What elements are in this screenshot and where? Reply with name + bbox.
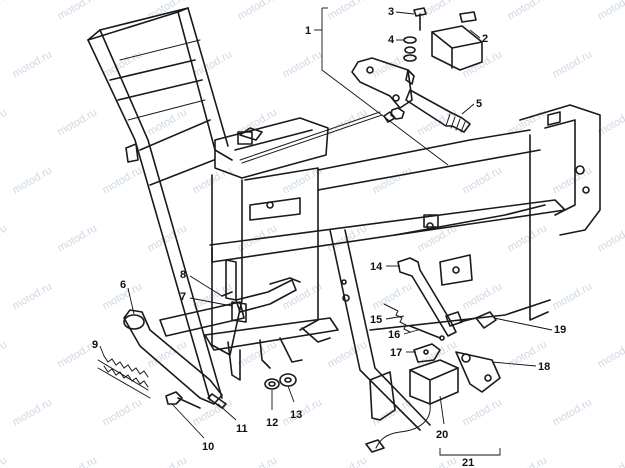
callout-20: 20 — [436, 429, 448, 441]
callout-6: 6 — [120, 279, 126, 291]
watermark-text: motod.ru — [11, 48, 55, 80]
callout-13: 13 — [290, 409, 302, 421]
callout-18: 18 — [538, 361, 550, 373]
watermark-text: motod.ru — [146, 0, 190, 23]
watermark-text: motod.ru — [236, 454, 280, 468]
watermark-text: motod.ru — [326, 106, 370, 138]
callout-11: 11 — [236, 423, 248, 435]
watermark-text: motod.ru — [56, 106, 100, 138]
watermark-text: motod.ru — [461, 396, 505, 428]
side-stand-assembly — [97, 277, 301, 409]
watermark-text: motod.ru — [101, 164, 145, 196]
watermark-text: motod.ru — [281, 396, 325, 428]
callout-7: 7 — [180, 291, 186, 303]
callout-4: 4 — [388, 34, 395, 46]
callout-10: 10 — [202, 441, 214, 453]
watermark-text: motod.ru — [236, 0, 280, 23]
watermark-text: motod.ru — [416, 0, 460, 23]
watermark-text: motod.ru — [101, 48, 145, 80]
watermark-text: motod.ru — [326, 454, 370, 468]
watermark-text: motod.ru — [596, 338, 625, 370]
callout-19: 19 — [554, 324, 566, 336]
callout-layer: 1 2 3 4 5 6 7 8 9 10 11 12 13 14 15 16 1 — [92, 6, 566, 468]
callout-16: 16 — [388, 329, 400, 341]
watermark-text: motod.ru — [416, 454, 460, 468]
watermark-text: motod.ru — [146, 106, 190, 138]
callout-3: 3 — [388, 6, 394, 18]
watermark-text: motod.ru — [551, 396, 595, 428]
watermark-text: motod.ru — [551, 280, 595, 312]
watermark-text: motod.ru — [506, 454, 550, 468]
watermark-text: motod.ru — [326, 338, 370, 370]
watermark-text: motod.ru — [0, 106, 9, 138]
watermark-text: motod.ru — [11, 396, 55, 428]
watermark-text: motod.ru — [11, 164, 55, 196]
watermark-text: motod.ru — [506, 222, 550, 254]
watermark-text: motod.ru — [596, 0, 625, 23]
callout-1: 1 — [305, 25, 311, 37]
watermark-text: motod.ru — [0, 338, 9, 370]
callout-14: 14 — [370, 261, 383, 273]
inset-linkage-assembly — [239, 7, 483, 166]
watermark-text: motod.ru — [461, 280, 505, 312]
watermark-text: motod.ru — [56, 454, 100, 468]
watermark-text: motod.ru — [0, 454, 9, 468]
callout-17: 17 — [390, 347, 402, 359]
watermark-text: motod.ru — [11, 280, 55, 312]
callout-2: 2 — [482, 33, 488, 45]
watermark-text: motod.ru — [0, 0, 9, 23]
watermark-text: motod.ru — [326, 0, 370, 23]
watermark-text: motod.ru — [0, 222, 9, 254]
watermark-text: motod.ru — [146, 454, 190, 468]
watermark-text: motod.ru — [191, 48, 235, 80]
watermark-text: motod.ru — [371, 164, 415, 196]
callout-9: 9 — [92, 339, 98, 351]
callout-21: 21 — [462, 457, 474, 468]
watermark-text: motod.ru — [461, 164, 505, 196]
watermark-text: motod.ru — [56, 0, 100, 23]
callout-15: 15 — [370, 314, 382, 326]
watermark-text: motod.ru — [146, 338, 190, 370]
callout-8: 8 — [180, 269, 186, 281]
callout-12: 12 — [266, 417, 278, 429]
watermark-text: motod.ru — [281, 48, 325, 80]
watermark-text: motod.ru — [56, 222, 100, 254]
rear-brake-switch-assembly — [365, 257, 501, 456]
watermark-text: motod.ru — [506, 0, 550, 23]
watermark-text: motod.ru — [551, 48, 595, 80]
watermark-text: motod.ru — [101, 396, 145, 428]
callout-5: 5 — [476, 98, 482, 110]
watermark-text: motod.ru — [596, 454, 625, 468]
main-frame — [87, 7, 601, 431]
watermark-text: motod.ru — [596, 222, 625, 254]
